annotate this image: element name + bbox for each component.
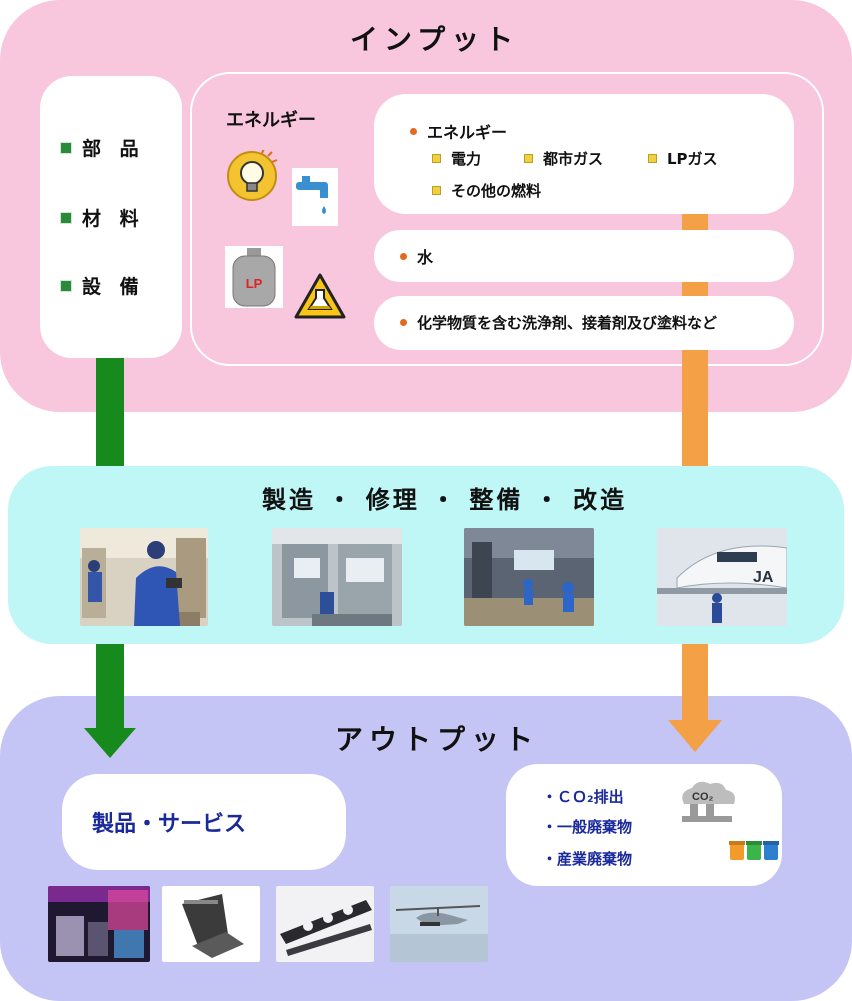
orange-connector-2: [682, 282, 708, 296]
lp-gas-cylinder-icon: LP: [225, 246, 283, 308]
bullet-icon: [524, 154, 533, 163]
bullet-icon: [432, 154, 441, 163]
photo-aircraft-maintenance: JA: [657, 528, 787, 626]
green-connector-top: [96, 358, 124, 466]
emission-general-waste: ・一般廃棄物: [542, 818, 633, 836]
waste-bins-icon: [729, 841, 779, 860]
bullet-icon: [60, 141, 72, 154]
orange-connector-top: [682, 350, 708, 466]
process-title: 製造 ・ 修理 ・ 整備 ・ 改造: [262, 486, 628, 514]
bullet-icon: [400, 319, 407, 326]
side-item-parts: 部 品: [60, 134, 145, 161]
energy-item-lp-gas: LPガス: [648, 148, 718, 169]
faucet-icon: [292, 168, 338, 226]
svg-text:JA: JA: [753, 569, 774, 586]
output-title: アウトプット: [335, 723, 540, 756]
energy-heading: エネルギー: [410, 119, 507, 143]
input-title: インプット: [350, 23, 520, 56]
co2-cloud-icon: CO₂: [682, 781, 735, 822]
photo-aircraft-seat: [162, 886, 260, 962]
bullet-icon: [60, 211, 72, 224]
bullet-icon: [648, 154, 657, 163]
energy-details-box: [374, 94, 794, 214]
side-item-materials: 材 料: [60, 204, 145, 231]
photo-structural-parts: [276, 886, 374, 962]
bullet-icon: [432, 186, 441, 195]
bullet-icon: [60, 279, 72, 292]
water-item: 水: [400, 244, 433, 268]
energy-frame: [190, 72, 824, 366]
photo-production-line: [464, 528, 594, 626]
chemical-hazard-icon: [294, 273, 346, 319]
chemicals-item: 化学物質を含む洗浄剤、接着剤及び塗料など: [400, 312, 717, 333]
emissions-box: [506, 764, 782, 886]
green-arrow-head: [84, 696, 136, 758]
lightbulb-icon: [227, 150, 278, 201]
energy-item-other-fuels: その他の燃料: [432, 180, 541, 201]
energy-item-city-gas: 都市ガス: [524, 148, 603, 169]
bullet-icon: [400, 252, 407, 260]
bullet-icon: [410, 127, 417, 135]
photo-aircraft-cabin: [48, 886, 150, 962]
products-label: 製品・サービス: [92, 812, 247, 837]
energy-label: エネルギー: [226, 110, 316, 131]
chemicals-box: [374, 296, 794, 350]
energy-item-electricity: 電力: [432, 148, 481, 169]
orange-connector-1: [682, 214, 708, 230]
photo-helicopter: [390, 886, 488, 962]
water-box: [374, 230, 794, 282]
emission-industrial-waste: ・産業廃棄物: [542, 850, 633, 868]
orange-arrow-head: [668, 696, 722, 752]
products-box: [62, 774, 346, 870]
lp-label: LP: [246, 276, 263, 291]
emission-co2: ・ＣＯ₂排出: [542, 788, 624, 806]
co2-label: CO₂: [692, 791, 714, 803]
photo-factory-equipment: [272, 528, 402, 626]
side-item-equipment: 設 備: [60, 272, 145, 299]
photo-assembly-workers: [80, 528, 208, 626]
